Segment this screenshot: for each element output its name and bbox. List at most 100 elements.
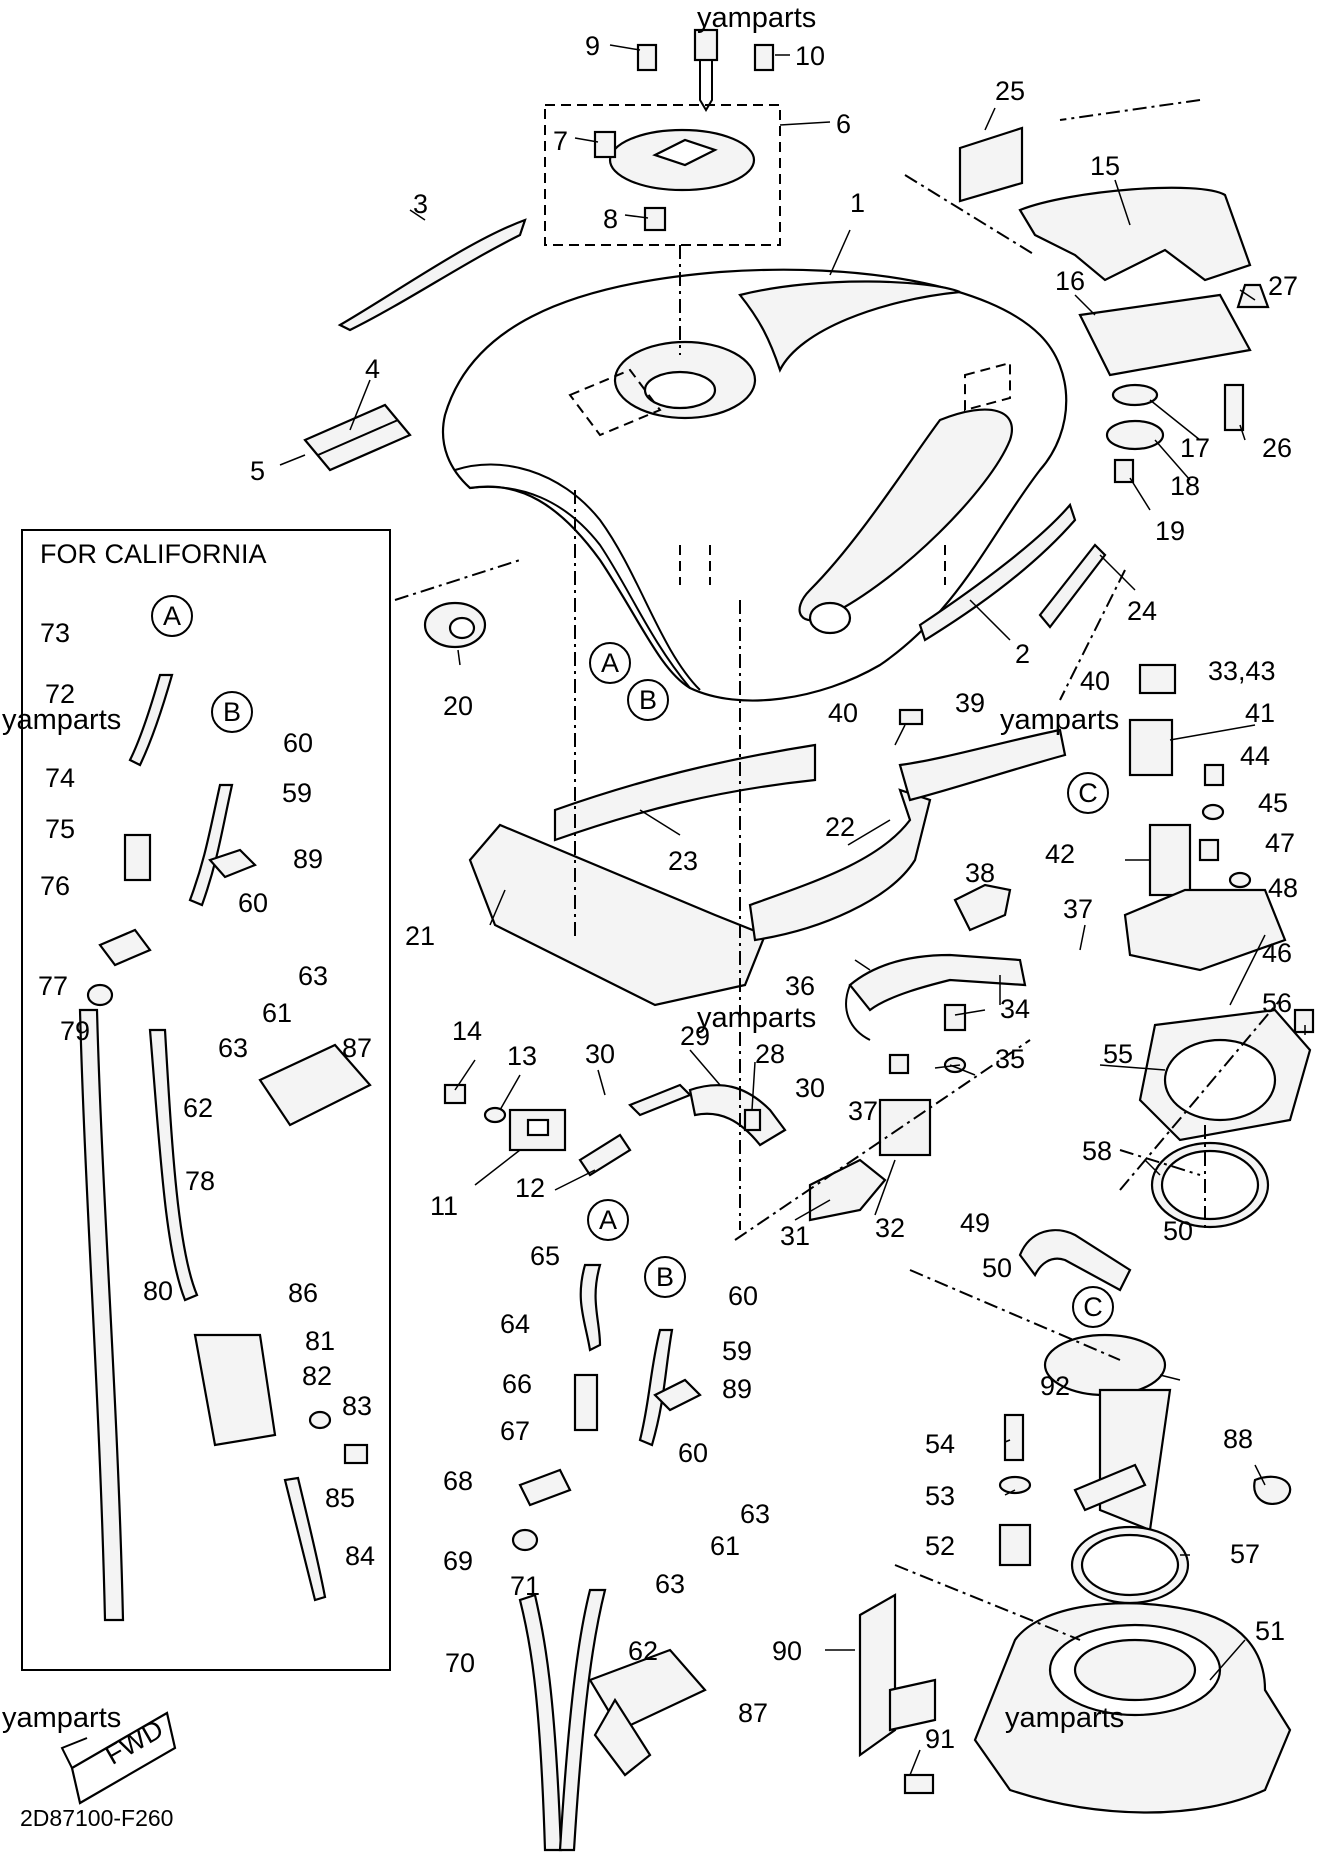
marker-a-inset xyxy=(151,595,193,637)
callout-76: 76 xyxy=(40,871,70,901)
marker-a-canister xyxy=(587,1199,629,1241)
fuel-cock-31 xyxy=(808,1158,887,1222)
callout-87a: 87 xyxy=(342,1033,372,1063)
callout-63a: 63 xyxy=(298,961,328,991)
tank-bracket-cover xyxy=(1018,186,1252,282)
callout-13: 13 xyxy=(507,1041,537,1071)
callout-44: 44 xyxy=(1240,741,1270,771)
callout-63b: 63 xyxy=(218,1033,248,1063)
callout-40a: 40 xyxy=(828,698,858,728)
filler-cap-group-outline xyxy=(544,104,781,246)
valve-32 xyxy=(878,1098,932,1157)
hose-64 xyxy=(579,1263,602,1352)
callout-91: 91 xyxy=(925,1724,955,1754)
callout-9: 9 xyxy=(585,31,600,61)
callout-37a: 37 xyxy=(1063,894,1093,924)
inset-title: FOR CALIFORNIA xyxy=(40,539,267,569)
callout-5: 5 xyxy=(250,456,265,486)
callout-82: 82 xyxy=(302,1361,332,1391)
callout-67: 67 xyxy=(500,1416,530,1446)
emblem-left xyxy=(337,218,527,332)
callout-53: 53 xyxy=(925,1481,955,1511)
diagram-code: 2D87100-F260 xyxy=(20,1805,173,1831)
callout-40b: 40 xyxy=(1080,666,1110,696)
tank-bracket xyxy=(1078,293,1252,377)
emblem-right xyxy=(918,502,1077,642)
callout-68: 68 xyxy=(443,1466,473,1496)
callout-74: 74 xyxy=(45,763,75,793)
callout-60d: 60 xyxy=(678,1438,708,1468)
inset-filter-75 xyxy=(123,833,152,882)
callout-37b: 37 xyxy=(848,1096,878,1126)
callout-54: 54 xyxy=(925,1429,955,1459)
callout-39: 39 xyxy=(955,688,985,718)
fuel-tank xyxy=(441,268,1068,702)
callout-52: 52 xyxy=(925,1531,955,1561)
callout-20: 20 xyxy=(443,691,473,721)
callout-85: 85 xyxy=(325,1483,355,1513)
fwd-arrow xyxy=(70,1711,177,1805)
clip-88 xyxy=(1253,1475,1292,1506)
callout-60b: 60 xyxy=(238,888,268,918)
callout-24: 24 xyxy=(1127,596,1157,626)
callout-19: 19 xyxy=(1155,516,1185,546)
callout-79: 79 xyxy=(60,1016,90,1046)
filter-67 xyxy=(573,1373,599,1432)
callout-62a: 62 xyxy=(183,1093,213,1123)
marker-label: A xyxy=(163,601,181,631)
callout-89b: 89 xyxy=(722,1374,752,1404)
callout-45: 45 xyxy=(1258,788,1288,818)
callout-86: 86 xyxy=(288,1278,318,1308)
hose-49 xyxy=(1018,1229,1132,1292)
leader-lines xyxy=(279,44,1306,1776)
marker-label: A xyxy=(599,1205,617,1235)
inset-canister-87 xyxy=(258,1043,372,1127)
callout-41: 41 xyxy=(1245,698,1275,728)
inset-hose-78 xyxy=(78,1008,125,1622)
callout-80: 80 xyxy=(143,1276,173,1306)
callout-25: 25 xyxy=(995,76,1025,106)
callout-4: 4 xyxy=(365,354,380,384)
callout-35: 35 xyxy=(995,1044,1025,1074)
bracket-46 xyxy=(1123,888,1287,972)
marker-label: C xyxy=(1083,1292,1103,1322)
callout-1: 1 xyxy=(850,188,865,218)
callout-14: 14 xyxy=(452,1016,482,1046)
callout-46: 46 xyxy=(1262,938,1292,968)
california-inset-frame xyxy=(21,529,391,1671)
damper-21 xyxy=(468,823,767,1007)
marker-label: C xyxy=(1078,778,1098,808)
marker-b-inset xyxy=(211,691,253,733)
callout-12: 12 xyxy=(515,1173,545,1203)
watermark-middle-right: yamparts xyxy=(1000,704,1119,736)
callout-30a: 30 xyxy=(585,1039,615,1069)
callout-34: 34 xyxy=(1000,994,1030,1024)
part-callouts: 1 2 3 4 5 6 7 8 9 10 11 12 13 14 15 16 1… xyxy=(38,31,1298,1754)
hose-62-70 xyxy=(518,1593,563,1852)
callout-28: 28 xyxy=(755,1039,785,1069)
callout-90: 90 xyxy=(772,1636,802,1666)
callout-42: 42 xyxy=(1045,839,1075,869)
callout-78: 78 xyxy=(185,1166,215,1196)
callout-49: 49 xyxy=(960,1208,990,1238)
hose-36 xyxy=(848,953,1027,1012)
clamp-38 xyxy=(953,883,1012,932)
callout-64: 64 xyxy=(500,1309,530,1339)
callout-21: 21 xyxy=(405,921,435,951)
callout-33-43: 33,43 xyxy=(1208,656,1276,686)
callout-69: 69 xyxy=(443,1546,473,1576)
callout-88: 88 xyxy=(1223,1424,1253,1454)
callout-92: 92 xyxy=(1040,1371,1070,1401)
inset-canister-81 xyxy=(193,1333,277,1447)
callout-15: 15 xyxy=(1090,151,1120,181)
hose-29 xyxy=(688,1084,787,1147)
callout-11: 11 xyxy=(430,1191,458,1221)
callout-36: 36 xyxy=(785,971,815,1001)
callout-59a: 59 xyxy=(282,778,312,808)
callout-65: 65 xyxy=(530,1241,560,1271)
marker-label: B xyxy=(639,685,657,715)
callout-62b: 62 xyxy=(628,1636,658,1666)
watermark-left: yamparts xyxy=(2,704,121,736)
marker-label: B xyxy=(223,697,241,727)
